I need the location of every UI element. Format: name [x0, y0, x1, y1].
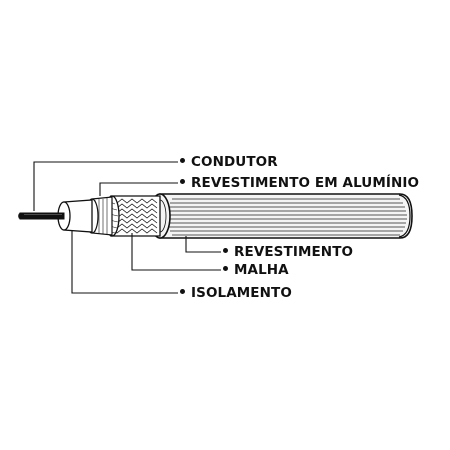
leader-lines [33, 161, 221, 294]
bullet-icon [180, 288, 185, 294]
label-jacket: REVESTIMENTO [223, 244, 353, 260]
cable-braid [104, 195, 161, 237]
label-braid-text: MALHA [234, 262, 289, 278]
label-conductor: CONDUTOR [180, 154, 278, 170]
label-insulation-text: ISOLAMENTO [191, 285, 292, 301]
cable-insulation [57, 199, 93, 233]
cable-conductor [18, 212, 65, 220]
cable-jacket [149, 193, 413, 239]
bullet-icon [223, 247, 228, 253]
leader-insulation [71, 230, 178, 294]
label-aluminum-coating: REVESTIMENTO EM ALUMÍNIO [180, 175, 419, 191]
bullet-icon [223, 265, 228, 271]
label-aluminum-coating-text: REVESTIMENTO EM ALUMÍNIO [191, 175, 420, 191]
label-conductor-text: CONDUTOR [191, 154, 278, 170]
bullet-icon [180, 157, 185, 163]
leader-jacket [185, 236, 221, 253]
label-insulation: ISOLAMENTO [180, 285, 292, 301]
label-jacket-text: REVESTIMENTO [234, 244, 354, 260]
label-braid: MALHA [223, 262, 289, 278]
leader-braid [131, 233, 221, 271]
leader-conductor [33, 161, 178, 211]
jacket-stripes [168, 198, 407, 236]
leader-aluminum [99, 182, 178, 196]
bullet-icon [180, 178, 185, 184]
